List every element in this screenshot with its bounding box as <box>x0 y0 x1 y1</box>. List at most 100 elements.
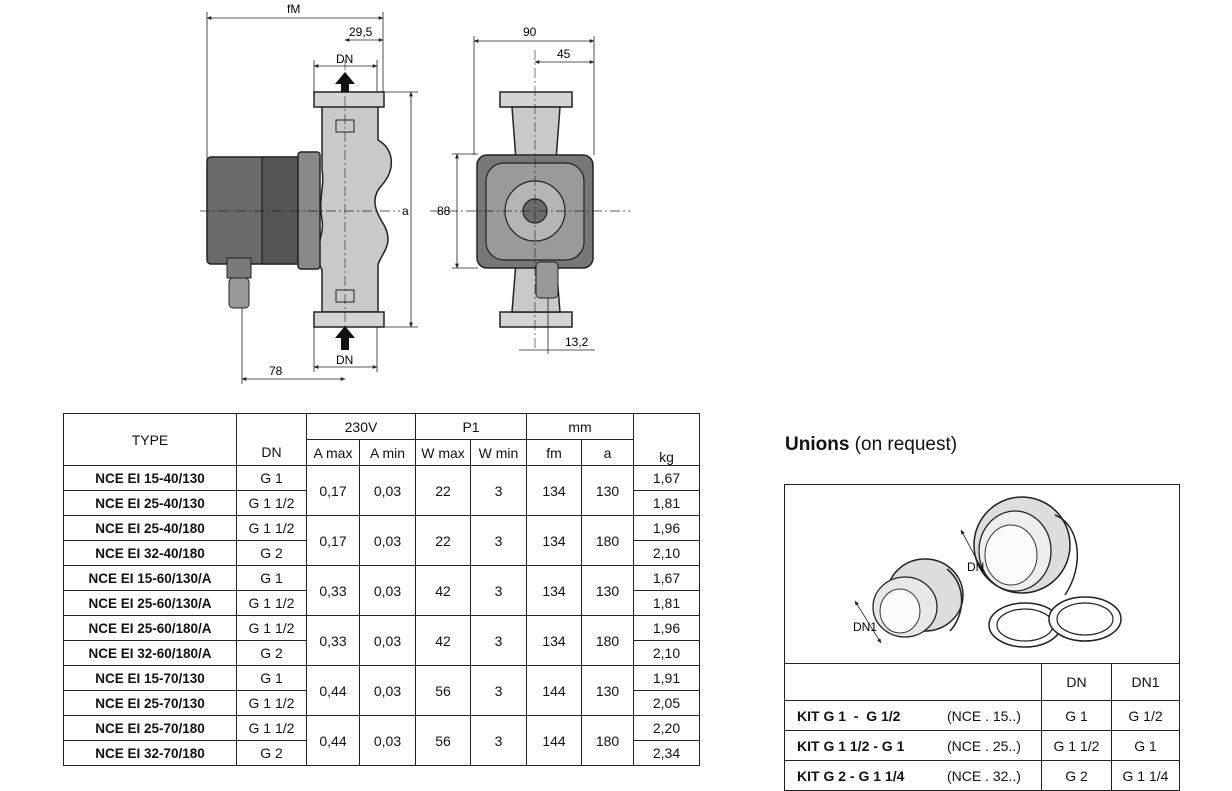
kit-name: KIT G 1 1/2 - G 1 <box>797 737 905 754</box>
kit-code: (NCE . 15..) <box>947 707 1021 724</box>
cell-w-max: 56 <box>415 665 471 716</box>
dim-dn-top: DN <box>336 52 353 66</box>
cell-kg: 1,81 <box>633 590 700 616</box>
cell-a: 130 <box>581 665 634 716</box>
cell-kg: 2,20 <box>633 715 700 741</box>
kit-dn1: G 1/2 <box>1111 700 1180 731</box>
cell-dn: G 1 <box>236 465 307 491</box>
cell-a-max: 0,44 <box>306 665 360 716</box>
cell-w-max: 22 <box>415 515 471 566</box>
cell-dn: G 1 <box>236 665 307 691</box>
cell-type: NCE EI 15-60/130/A <box>63 565 237 591</box>
cell-a-max: 0,33 <box>306 615 360 666</box>
unions-illustration: DN DN1 <box>853 496 1122 648</box>
cell-fm: 134 <box>526 515 582 566</box>
cell-a-min: 0,03 <box>359 515 416 566</box>
cell-w-max: 22 <box>415 465 471 516</box>
cell-kg: 1,91 <box>633 665 700 691</box>
cell-a: 130 <box>581 465 634 516</box>
cell-kg: 1,96 <box>633 615 700 641</box>
kit-dn1: G 1 <box>1111 730 1180 761</box>
dim-45: 45 <box>557 47 571 61</box>
cell-a-max: 0,44 <box>306 715 360 766</box>
cell-w-max: 42 <box>415 565 471 616</box>
header-w-min: W min <box>470 439 527 466</box>
header-w-max: W max <box>415 439 471 466</box>
cell-dn: G 2 <box>236 540 307 566</box>
cell-kg: 2,10 <box>633 540 700 566</box>
cell-a-min: 0,03 <box>359 465 416 516</box>
cell-w-max: 56 <box>415 715 471 766</box>
kit-header-dn: DN <box>1041 663 1112 701</box>
dim-13-2: 13,2 <box>565 335 589 349</box>
cell-type: NCE EI 25-70/130 <box>63 690 237 716</box>
cell-a-max: 0,17 <box>306 515 360 566</box>
union-label-dn1: DN1 <box>853 620 877 634</box>
cell-fm: 134 <box>526 565 582 616</box>
cell-dn: G 2 <box>236 640 307 666</box>
dim-a: a <box>402 204 409 218</box>
cell-a: 180 <box>581 715 634 766</box>
header-230v: 230V <box>306 413 416 440</box>
kit-dn: G 1 <box>1041 700 1112 731</box>
cell-dn: G 1 1/2 <box>236 690 307 716</box>
header-a-min: A min <box>359 439 416 466</box>
kit-dn: G 2 <box>1041 760 1112 791</box>
cell-w-min: 3 <box>470 465 527 516</box>
cell-dn: G 1 1/2 <box>236 515 307 541</box>
dim-fm: fM <box>287 2 300 16</box>
kit-dn: G 1 1/2 <box>1041 730 1112 761</box>
cell-fm: 144 <box>526 665 582 716</box>
header-mm: mm <box>526 413 634 440</box>
cell-type: NCE EI 25-40/180 <box>63 515 237 541</box>
header-type: TYPE <box>63 413 237 466</box>
cell-a-min: 0,03 <box>359 715 416 766</box>
kit-header-dn1: DN1 <box>1111 663 1180 701</box>
cell-type: NCE EI 15-70/130 <box>63 665 237 691</box>
dim-29-5: 29,5 <box>349 25 373 39</box>
cell-w-min: 3 <box>470 615 527 666</box>
cell-dn: G 1 1/2 <box>236 590 307 616</box>
header-a-max: A max <box>306 439 360 466</box>
cell-w-min: 3 <box>470 665 527 716</box>
header-p1: P1 <box>415 413 527 440</box>
kit-name: KIT G 2 - G 1 1/4 <box>797 767 905 784</box>
cell-dn: G 1 <box>236 565 307 591</box>
cell-fm: 144 <box>526 715 582 766</box>
cell-a: 180 <box>581 515 634 566</box>
kit-code: (NCE . 32..) <box>947 767 1021 784</box>
cell-kg: 1,96 <box>633 515 700 541</box>
cell-kg: 1,81 <box>633 490 700 516</box>
cell-type: NCE EI 25-60/180/A <box>63 615 237 641</box>
dim-88: 88 <box>437 204 451 218</box>
cell-dn: G 1 1/2 <box>236 615 307 641</box>
dim-90: 90 <box>523 25 537 39</box>
cell-a-max: 0,33 <box>306 565 360 616</box>
cell-a: 130 <box>581 565 634 616</box>
kit-name-cell: KIT G 1 - G 1/2 (NCE . 15..) <box>784 700 1042 731</box>
kit-name-cell: KIT G 1 1/2 - G 1(NCE . 25..) <box>784 730 1042 761</box>
unions-illustration-box: DN DN1 <box>784 484 1180 664</box>
kit-name: KIT G 1 - G 1/2 <box>797 707 901 724</box>
cell-fm: 134 <box>526 465 582 516</box>
header-kg: kg <box>633 439 700 466</box>
cell-type: NCE EI 32-40/180 <box>63 540 237 566</box>
cell-type: NCE EI 25-40/130 <box>63 490 237 516</box>
cell-type: NCE EI 25-70/180 <box>63 715 237 741</box>
cell-w-max: 42 <box>415 615 471 666</box>
cell-w-min: 3 <box>470 565 527 616</box>
cell-a-min: 0,03 <box>359 615 416 666</box>
cell-a-min: 0,03 <box>359 665 416 716</box>
pump-side-view: fM 29,5 DN DN 78 a <box>200 2 418 384</box>
